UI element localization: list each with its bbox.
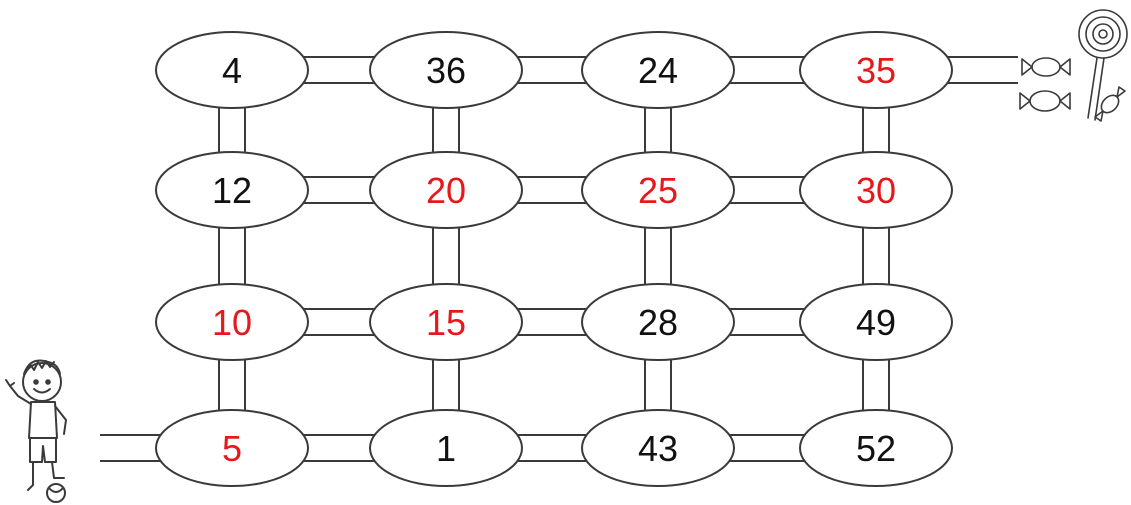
maze-node-number: 36 — [426, 50, 466, 91]
maze-node[interactable]: 28 — [582, 284, 734, 360]
maze-node[interactable]: 52 — [800, 410, 952, 486]
maze-node[interactable]: 12 — [156, 152, 308, 228]
maze-node-number: 49 — [856, 302, 896, 343]
maze-node[interactable]: 43 — [582, 410, 734, 486]
maze-node-number: 12 — [212, 170, 252, 211]
maze-node-number: 4 — [222, 50, 242, 91]
maze-node[interactable]: 5 — [156, 410, 308, 486]
maze-node-number: 10 — [212, 302, 252, 343]
maze-node-number: 35 — [856, 50, 896, 91]
maze-node-number: 52 — [856, 428, 896, 469]
maze-nodes: 4 36 24 35 12 20 25 30 10 15 28 49 5 1 43 52 — [156, 32, 952, 486]
maze-node[interactable]: 20 — [370, 152, 522, 228]
boy-with-ball-icon — [6, 361, 66, 503]
maze-node[interactable]: 1 — [370, 410, 522, 486]
maze-node-number: 1 — [436, 428, 456, 469]
maze-node[interactable]: 24 — [582, 32, 734, 108]
maze-node[interactable]: 10 — [156, 284, 308, 360]
maze-node-number: 25 — [638, 170, 678, 211]
maze-node-number: 43 — [638, 428, 678, 469]
maze-node-number: 5 — [222, 428, 242, 469]
maze-paths — [100, 57, 1018, 461]
maze-node-number: 28 — [638, 302, 678, 343]
maze-node[interactable]: 25 — [582, 152, 734, 228]
maze-node[interactable]: 49 — [800, 284, 952, 360]
maze-node-number: 30 — [856, 170, 896, 211]
candy-and-lollipop-icon — [1020, 10, 1127, 121]
maze-node-number: 24 — [638, 50, 678, 91]
maze-node[interactable]: 15 — [370, 284, 522, 360]
maze-node[interactable]: 35 — [800, 32, 952, 108]
maze-node[interactable]: 36 — [370, 32, 522, 108]
maze-node[interactable]: 30 — [800, 152, 952, 228]
maze-node-number: 20 — [426, 170, 466, 211]
maze-node-number: 15 — [426, 302, 466, 343]
maze-node[interactable]: 4 — [156, 32, 308, 108]
